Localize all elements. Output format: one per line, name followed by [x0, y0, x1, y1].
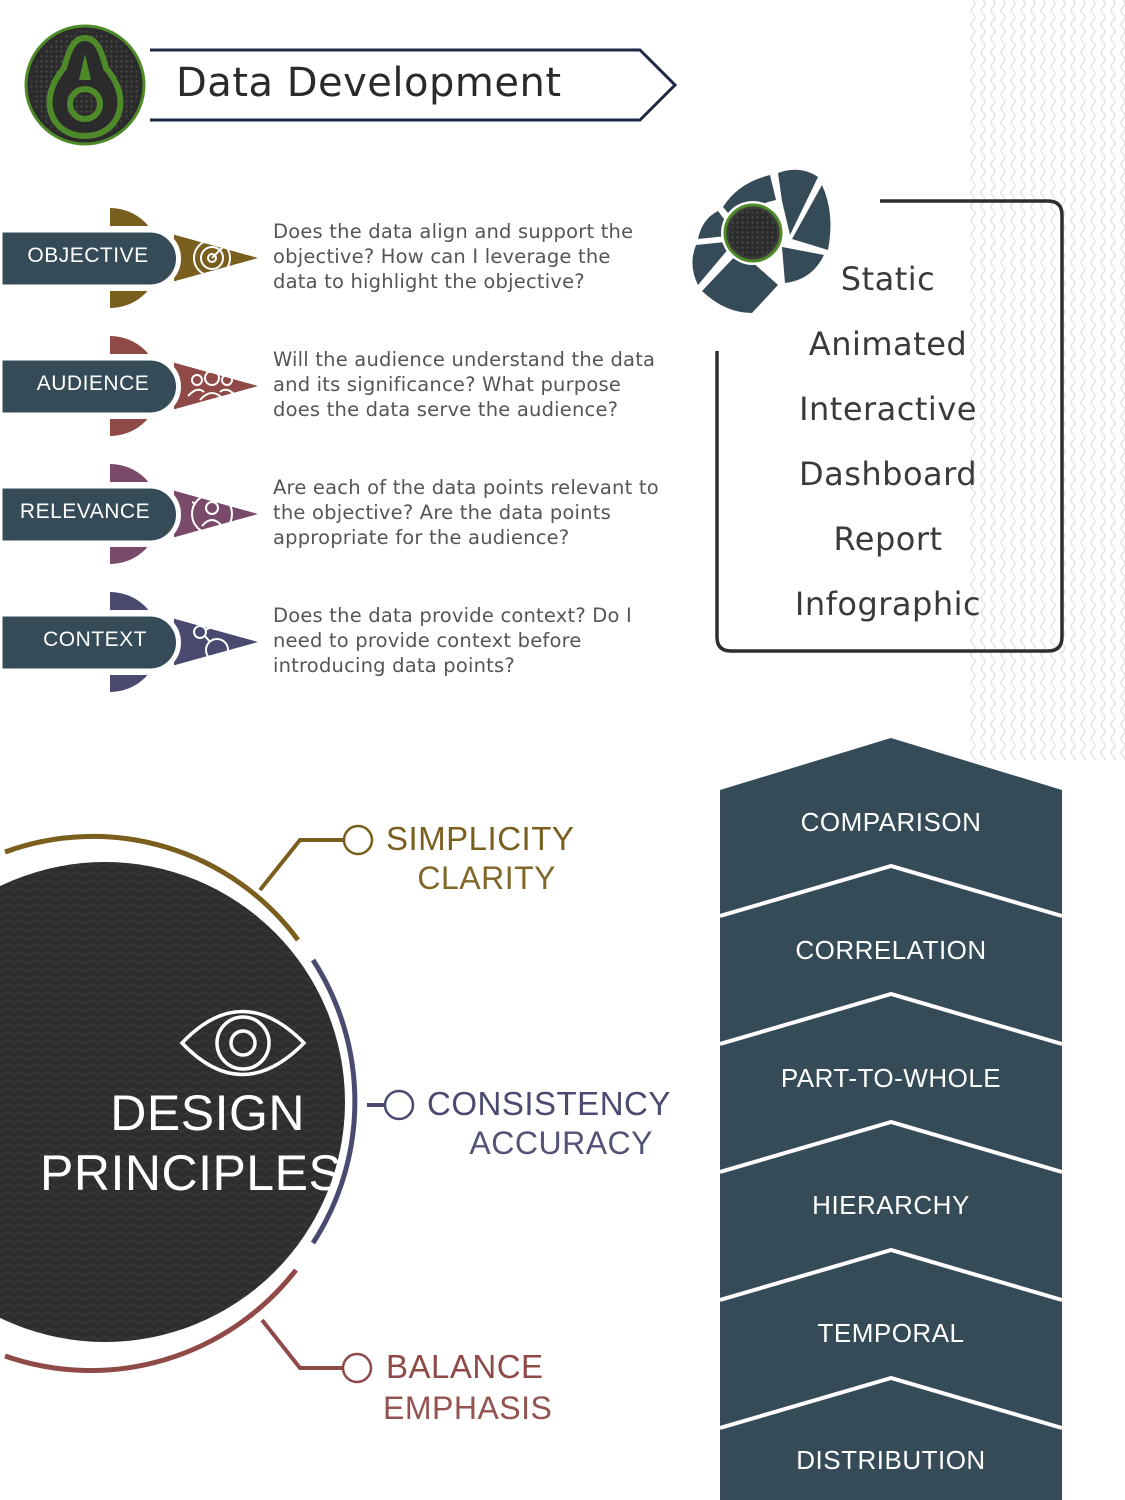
principle-clarity: CLARITY [417, 860, 556, 896]
format-interactive: Interactive [799, 390, 977, 428]
audience-question-line: does the data serve the audience? [273, 398, 619, 421]
chart-type-hierarchy: HIERARCHY [812, 1190, 970, 1220]
principle-consistency: CONSISTENCY [427, 1085, 671, 1122]
format-infographic: Infographic [794, 585, 982, 623]
relevance-badge [0, 464, 258, 564]
chart-type-distribution: DISTRIBUTION [796, 1445, 986, 1475]
title-banner [150, 48, 678, 122]
context-label: CONTEXT [43, 628, 147, 651]
chart-type-comparison: COMPARISON [800, 807, 982, 837]
design-title-line-1: DESIGN [110, 1085, 305, 1141]
objective-question-line: objective? How can I leverage the [273, 245, 611, 268]
chart-type-part-to-whole: PART-TO-WHOLE [780, 1063, 1002, 1093]
principle-simplicity: SIMPLICITY [386, 820, 575, 857]
formats-panel [692, 169, 1064, 653]
context-question-line: introducing data points? [273, 654, 515, 677]
format-dashboard: Dashboard [798, 455, 978, 493]
question-badges [0, 208, 258, 692]
audience-badge [0, 336, 258, 436]
relevance-question: Are each of the data points relevant to … [273, 475, 683, 550]
format-static: Static [840, 260, 936, 298]
relevance-question-line: appropriate for the audience? [273, 526, 570, 549]
audience-question-line: and its significance? What purpose [273, 373, 622, 396]
principle-balance: BALANCE [386, 1348, 544, 1385]
relevance-question-line: Are each of the data points relevant to [273, 476, 659, 499]
chart-type-correlation: CORRELATION [795, 935, 987, 965]
wavy-pattern-stripe [968, 0, 1125, 760]
objective-label: OBJECTIVE [27, 244, 149, 267]
design-circle [0, 862, 345, 1342]
principle-accuracy: ACCURACY [469, 1125, 653, 1161]
principle-emphasis: EMPHASIS [383, 1390, 553, 1426]
connected-nodes-icon [193, 617, 229, 662]
audience-group-icon [187, 370, 237, 401]
objective-badge [0, 208, 258, 308]
eye-icon [179, 1009, 307, 1077]
context-question-line: need to provide context before [273, 629, 582, 652]
audience-question-line: Will the audience understand the data [273, 348, 656, 371]
focus-person-icon [191, 493, 233, 535]
avocado-logo-icon [24, 24, 146, 146]
target-icon [193, 237, 233, 277]
design-principles-diagram [0, 824, 415, 1384]
audience-label: AUDIENCE [36, 372, 150, 395]
context-question-line: Does the data provide context? Do I [273, 604, 632, 627]
chart-type-temporal: TEMPORAL [817, 1318, 965, 1348]
page-title: Data Development [176, 60, 562, 106]
audience-question: Will the audience understand the data an… [273, 347, 683, 422]
format-animated: Animated [808, 325, 968, 363]
objective-question-line: Does the data align and support the [273, 220, 634, 243]
chart-types-stack [720, 738, 1063, 1500]
relevance-label: RELEVANCE [19, 500, 151, 523]
format-report: Report [833, 520, 943, 558]
radial-segments-icon [692, 169, 831, 313]
context-badge [0, 592, 258, 692]
relevance-question-line: the objective? Are the data points [273, 501, 611, 524]
objective-question: Does the data align and support the obje… [273, 219, 683, 294]
objective-question-line: data to highlight the objective? [273, 270, 585, 293]
context-question: Does the data provide context? Do I need… [273, 603, 683, 678]
design-title-line-2: PRINCIPLES [40, 1145, 343, 1201]
